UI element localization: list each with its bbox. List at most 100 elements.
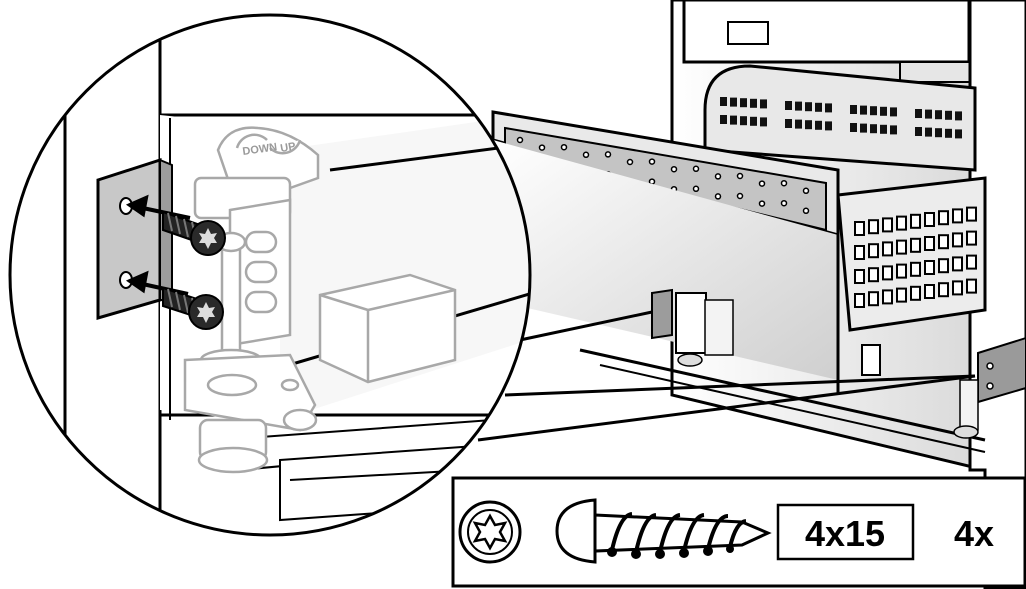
vent-slot [890, 107, 897, 117]
torx-bit-icon [458, 500, 522, 564]
vent-slot [882, 217, 893, 233]
adjust-up-label: UP [279, 140, 296, 154]
rail-hole [802, 207, 810, 215]
vent-slot [938, 258, 949, 274]
round-head-screw-icon [555, 498, 772, 564]
vent-slot [952, 232, 963, 248]
vent-slot [860, 105, 867, 115]
vent-slot [805, 102, 812, 112]
rail-hole [604, 151, 612, 158]
vent-slot [966, 278, 977, 294]
rail-hole [670, 165, 678, 173]
vent-slot [854, 221, 865, 236]
rail-hole [538, 144, 546, 151]
vent-slot [952, 208, 963, 224]
vent-slot [966, 230, 977, 246]
rail-hole [736, 192, 744, 200]
vent-slot [915, 109, 922, 118]
vent-slot [924, 212, 935, 227]
vent-slot [720, 97, 727, 106]
vent-slot [910, 213, 921, 229]
vent-slot [805, 120, 812, 130]
vent-slot [850, 123, 857, 132]
vent-slot [880, 106, 887, 116]
rail-hole [582, 151, 590, 159]
vent-slot [795, 119, 802, 129]
rail-hole [736, 172, 744, 180]
vent-slot [938, 234, 949, 250]
rail-hole [780, 179, 788, 187]
vent-slot [868, 267, 879, 283]
vent-panel-upper [703, 64, 977, 172]
rail-hole [648, 158, 656, 165]
detail-magnifier: DOWN UP [8, 13, 532, 537]
vent-slot [730, 97, 737, 107]
vent-slot [882, 265, 893, 281]
vent-slot [896, 239, 907, 255]
bracket-small-left [651, 288, 734, 367]
rail-hole [516, 136, 524, 144]
rail-hole [714, 173, 722, 180]
vent-slot [870, 124, 877, 134]
rail-hole [692, 185, 700, 193]
mounting-bracket [96, 157, 173, 320]
vent-slot [896, 287, 907, 303]
appliance-cabinet [491, 0, 1026, 589]
vent-slot [935, 128, 942, 138]
vent-slot [854, 269, 865, 284]
vent-slot [952, 256, 963, 272]
vent-slot [740, 98, 747, 108]
vent-slot [854, 293, 865, 308]
vent-slot [750, 116, 757, 126]
rail-hole [692, 165, 700, 173]
rail-hole [802, 187, 810, 195]
vent-slot [760, 99, 767, 109]
quantity-label: 4x [954, 513, 994, 554]
vent-slot [966, 206, 977, 222]
screw-upper [162, 210, 226, 256]
vent-slot [868, 243, 879, 259]
vent-slot [910, 237, 921, 253]
rail-hole [560, 143, 568, 151]
vent-slot [882, 241, 893, 257]
faded-box [318, 273, 457, 384]
mounting-rail [491, 110, 840, 237]
vent-slot [910, 285, 921, 301]
vent-slot [955, 129, 962, 139]
vent-slot [945, 128, 952, 138]
vent-slot [925, 109, 932, 119]
vent-slot [825, 103, 832, 113]
bracket-small-right [953, 336, 1026, 439]
vent-slot [870, 106, 877, 116]
adjust-down-label: DOWN [242, 141, 278, 158]
vent-slot [854, 245, 865, 260]
vent-slot [815, 102, 822, 112]
rail-hole [758, 180, 766, 187]
vent-slot [925, 127, 932, 137]
screw-size-label: 4x15 [805, 513, 885, 554]
vent-slot [825, 121, 832, 131]
vent-slot [935, 110, 942, 120]
vent-slot [910, 261, 921, 277]
rail-hole [626, 158, 634, 166]
vent-slot [955, 111, 962, 121]
vent-slot [750, 98, 757, 108]
parts-box: 4x15 4x [451, 476, 1026, 588]
vent-slot [850, 105, 857, 114]
vent-slot [924, 260, 935, 275]
vent-slot [880, 124, 887, 134]
vent-slot [860, 123, 867, 133]
vent-slot [730, 115, 737, 125]
adjuster-assembly [183, 126, 320, 474]
vent-slot [720, 115, 727, 124]
rail-hole [758, 200, 766, 207]
vent-slot [915, 127, 922, 136]
vent-slot [896, 215, 907, 231]
vent-slot [785, 119, 792, 128]
vent-slot [952, 280, 963, 296]
screw-lower [162, 286, 224, 330]
vent-slot [868, 219, 879, 235]
screw-size-frame [776, 503, 915, 561]
vent-panel-side [836, 176, 987, 332]
